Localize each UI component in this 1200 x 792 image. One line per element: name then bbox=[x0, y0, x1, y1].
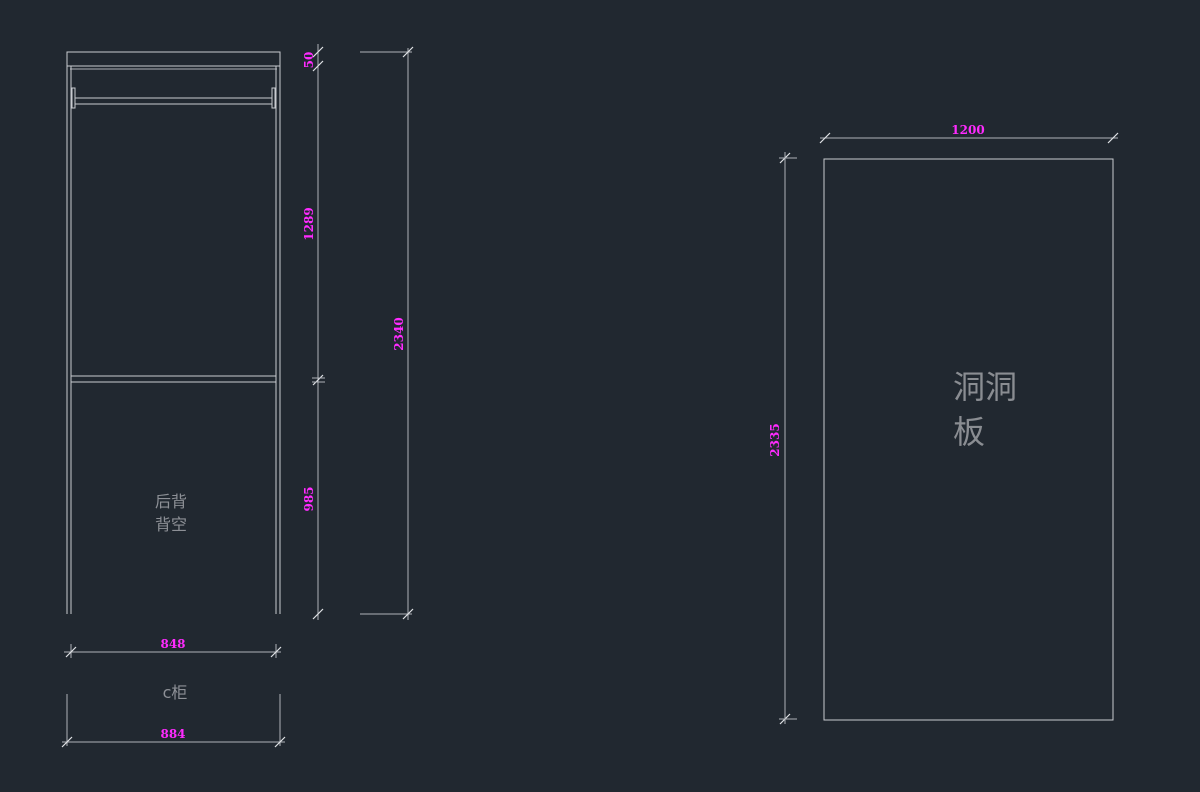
cabinet-outer-width-dim: 884 bbox=[61, 694, 286, 748]
cabinet-top-board bbox=[66, 51, 281, 67]
pegboard-label-line1: 洞洞 bbox=[953, 368, 1017, 406]
hanging-rail bbox=[71, 87, 276, 109]
back-label-line1: 后背 bbox=[155, 492, 187, 511]
dim-outer-width: 884 bbox=[160, 727, 185, 741]
panel-height-dim: 2335 bbox=[768, 152, 797, 725]
dim-inner-width: 848 bbox=[160, 637, 185, 651]
cabinet-vertical-dim-chain: 50 1289 985 bbox=[302, 44, 325, 620]
dim-panel-height: 2335 bbox=[768, 423, 782, 456]
pegboard-panel: 洞洞 板 bbox=[823, 158, 1114, 721]
dim-total-height: 2340 bbox=[392, 317, 406, 350]
cabinet-inner-width-dim: 848 bbox=[64, 637, 282, 658]
cabinet-total-height-dim: 2340 bbox=[360, 46, 414, 620]
dim-upper-section: 1289 bbox=[302, 207, 316, 240]
pegboard-label-line2: 板 bbox=[953, 413, 985, 451]
back-label-line2: 背空 bbox=[155, 515, 187, 534]
dim-top-board: 50 bbox=[302, 52, 316, 69]
cabinet-name-label: c柜 bbox=[163, 683, 188, 702]
dim-lower-section: 985 bbox=[302, 486, 316, 511]
pegboard-outline bbox=[823, 158, 1114, 721]
cabinet-elevation: 后背 背空 bbox=[66, 51, 281, 614]
dim-panel-width: 1200 bbox=[951, 123, 984, 137]
panel-width-dim: 1200 bbox=[819, 123, 1119, 144]
